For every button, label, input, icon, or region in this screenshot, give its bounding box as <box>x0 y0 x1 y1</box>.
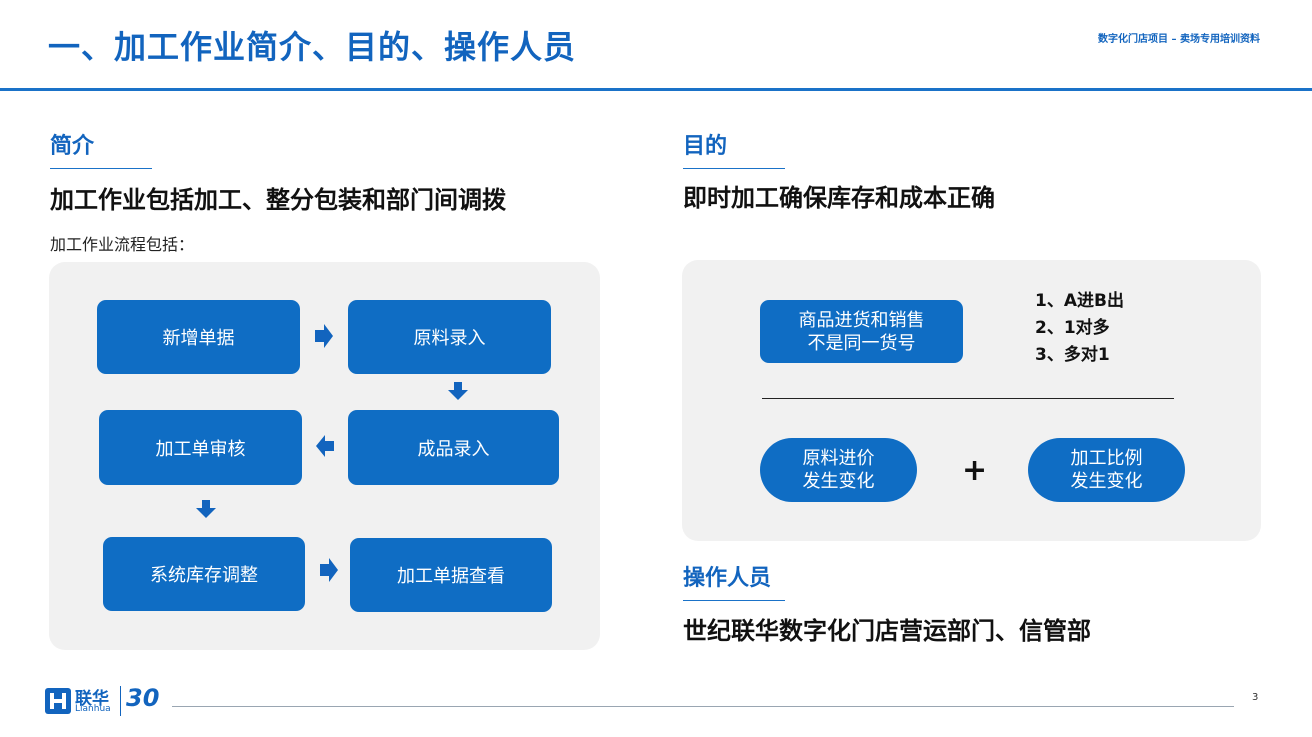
anniversary-badge: 30 <box>126 684 160 712</box>
case-item: 3、多对1 <box>1035 345 1110 365</box>
purpose-heading: 目的 <box>683 134 728 159</box>
flow-step-new-document: 新增单据 <box>97 300 300 374</box>
material-price-line2: 发生变化 <box>802 471 875 492</box>
flow-step-view-documents: 加工单据查看 <box>350 538 552 612</box>
material-price-line1: 原料进价 <box>802 448 875 469</box>
purpose-statement: 即时加工确保库存和成本正确 <box>683 184 995 212</box>
plus-sign: + <box>962 453 988 488</box>
processing-ratio-pill: 加工比例 发生变化 <box>1028 438 1185 502</box>
arrow-down-icon <box>448 382 468 400</box>
item-mismatch-box: 商品进货和销售 不是同一货号 <box>760 300 963 363</box>
flow-step-stock-adjust: 系统库存调整 <box>103 537 305 611</box>
flow-step-processing-review: 加工单审核 <box>99 410 302 485</box>
processing-ratio-line1: 加工比例 <box>1070 448 1143 469</box>
case-item: 1、A进B出 <box>1035 291 1124 311</box>
case-list: 1、A进B出 2、1对多 3、多对1 <box>1035 288 1124 369</box>
arrow-right-icon <box>315 324 333 348</box>
intro-heading-rule <box>50 168 152 169</box>
arrow-right-icon <box>320 558 338 582</box>
header-subtitle: 数字化门店项目 – 卖场专用培训资料 <box>1098 34 1260 45</box>
processing-ratio-line2: 发生变化 <box>1070 471 1143 492</box>
flow-step-material-entry: 原料录入 <box>348 300 551 374</box>
arrow-left-icon <box>316 435 334 457</box>
panel-divider <box>762 398 1174 399</box>
operators-heading: 操作人员 <box>683 566 772 591</box>
intro-note: 加工作业流程包括： <box>50 235 195 254</box>
logo-separator <box>120 686 121 716</box>
purpose-heading-rule <box>683 168 785 169</box>
intro-heading: 简介 <box>50 134 95 159</box>
flow-step-product-entry: 成品录入 <box>348 410 559 485</box>
lianhua-logo <box>44 687 72 719</box>
footer-divider <box>172 706 1234 707</box>
page-number: 3 <box>1252 692 1259 703</box>
intro-statement: 加工作业包括加工、整分包装和部门间调拨 <box>50 186 506 214</box>
header-divider <box>0 88 1312 91</box>
logo-name: 联华 <box>75 689 109 709</box>
material-price-pill: 原料进价 发生变化 <box>760 438 917 502</box>
page-title: 一、加工作业简介、目的、操作人员 <box>48 28 577 66</box>
operators-statement: 世纪联华数字化门店营运部门、信管部 <box>683 617 1091 645</box>
arrow-down-icon <box>196 500 216 518</box>
case-item: 2、1对多 <box>1035 318 1110 338</box>
logo-subtitle: Lianhua <box>75 704 111 714</box>
operators-heading-rule <box>683 600 785 601</box>
logo-mark-icon <box>45 688 71 714</box>
item-mismatch-line1: 商品进货和销售 <box>798 309 925 331</box>
item-mismatch-line2: 不是同一货号 <box>807 332 916 354</box>
